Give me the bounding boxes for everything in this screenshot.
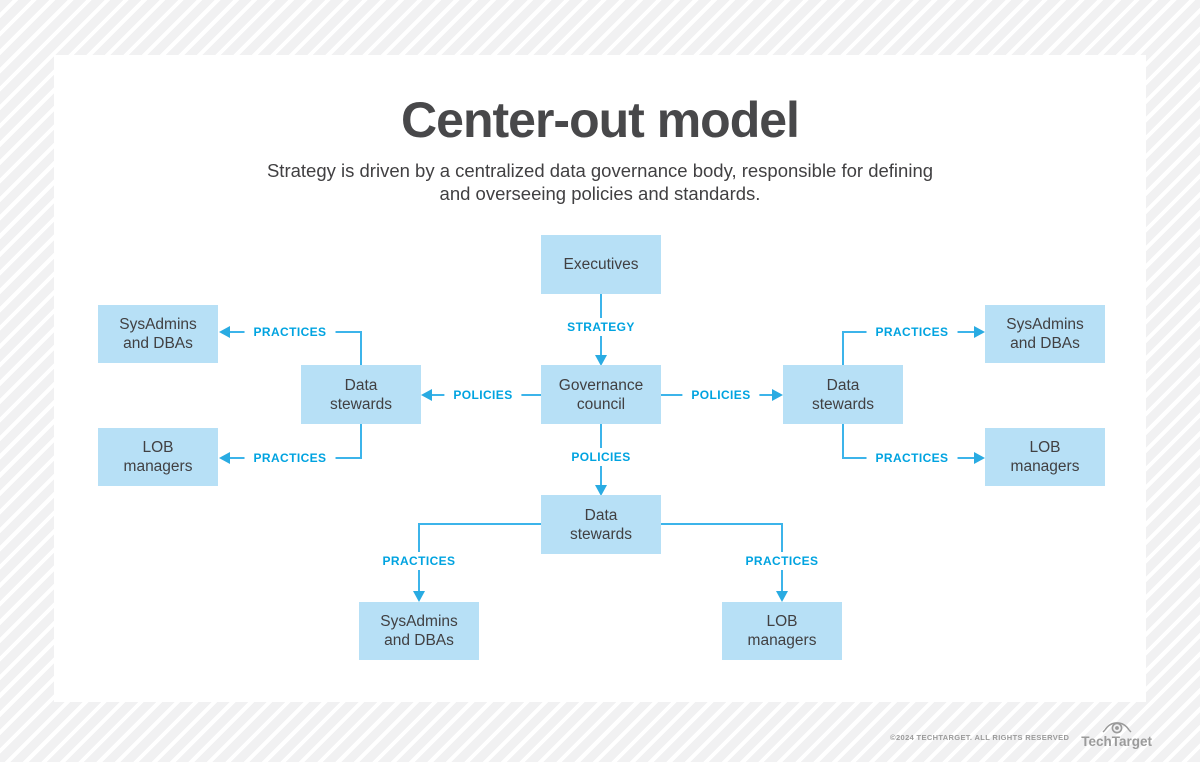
node-lob-managers-bottom: LOB managers bbox=[722, 602, 842, 660]
node-lob-managers-left-label: LOB managers bbox=[123, 439, 193, 475]
node-data-stewards-left: Data stewards bbox=[301, 365, 421, 424]
node-governance-council: Governance council bbox=[541, 365, 661, 424]
node-governance-council-label: Governance council bbox=[558, 376, 644, 413]
node-data-stewards-right: Data stewards bbox=[783, 365, 903, 424]
footer: ©2024 TECHTARGET. ALL RIGHTS RESERVED Te… bbox=[890, 711, 1152, 755]
node-lob-managers-right: LOB managers bbox=[985, 428, 1105, 486]
arrow-right-policies bbox=[772, 389, 783, 401]
page-subtitle: Strategy is driven by a centralized data… bbox=[0, 159, 1200, 205]
connector-label-practices-left-top: PRACTICES bbox=[244, 323, 336, 341]
node-executives: Executives bbox=[541, 235, 661, 294]
node-executives-label: Executives bbox=[563, 256, 639, 273]
techtarget-logo: TechTarget bbox=[1081, 717, 1152, 749]
node-data-stewards-bottom-label: Data stewards bbox=[569, 506, 633, 543]
connector-label-policies-down: POLICIES bbox=[562, 448, 640, 466]
node-sysadmins-left: SysAdmins and DBAs bbox=[98, 305, 218, 363]
page-title: Center-out model bbox=[401, 92, 800, 148]
arrow-left-practices-top bbox=[219, 326, 230, 338]
arrow-right-practices-top bbox=[974, 326, 985, 338]
subtitle-line-2: and overseeing policies and standards. bbox=[439, 183, 761, 204]
arrow-left-policies bbox=[421, 389, 432, 401]
subtitle-line-1: Strategy is driven by a centralized data… bbox=[266, 160, 934, 181]
arrowheads bbox=[219, 326, 985, 602]
node-data-stewards-right-label: Data stewards bbox=[811, 376, 875, 413]
connector-label-policies-left: POLICIES bbox=[444, 386, 522, 404]
connector-label-practices-bottom-right: PRACTICES bbox=[736, 552, 828, 570]
connector-label-practices-right-top: PRACTICES bbox=[866, 323, 958, 341]
connector-label-practices-bottom-left: PRACTICES bbox=[373, 552, 465, 570]
arrow-down-policies bbox=[595, 485, 607, 496]
connector-label-policies-right: POLICIES bbox=[682, 386, 760, 404]
node-sysadmins-bottom: SysAdmins and DBAs bbox=[359, 602, 479, 660]
arrow-down-practices-left bbox=[413, 591, 425, 602]
connector-label-strategy: STRATEGY bbox=[558, 318, 644, 336]
node-sysadmins-bottom-label: SysAdmins and DBAs bbox=[380, 613, 458, 649]
node-lob-managers-left: LOB managers bbox=[98, 428, 218, 486]
techtarget-eye-icon bbox=[1102, 722, 1132, 734]
arrow-right-practices-bottom bbox=[974, 452, 985, 464]
arrow-down-strategy bbox=[595, 355, 607, 366]
node-sysadmins-left-label: SysAdmins and DBAs bbox=[119, 316, 197, 352]
copyright-text: ©2024 TECHTARGET. ALL RIGHTS RESERVED bbox=[890, 732, 1070, 742]
techtarget-wordmark: TechTarget bbox=[1081, 734, 1152, 749]
connector-label-practices-right-bottom: PRACTICES bbox=[866, 449, 958, 467]
node-lob-managers-right-label: LOB managers bbox=[1010, 439, 1080, 475]
node-data-stewards-left-label: Data stewards bbox=[329, 376, 393, 413]
node-data-stewards-bottom: Data stewards bbox=[541, 495, 661, 554]
node-lob-managers-bottom-label: LOB managers bbox=[747, 613, 817, 649]
arrow-left-practices-bottom bbox=[219, 452, 230, 464]
node-sysadmins-right: SysAdmins and DBAs bbox=[985, 305, 1105, 363]
connector-label-practices-left-bottom: PRACTICES bbox=[244, 449, 336, 467]
arrow-down-practices-right bbox=[776, 591, 788, 602]
node-sysadmins-right-label: SysAdmins and DBAs bbox=[1006, 316, 1084, 352]
